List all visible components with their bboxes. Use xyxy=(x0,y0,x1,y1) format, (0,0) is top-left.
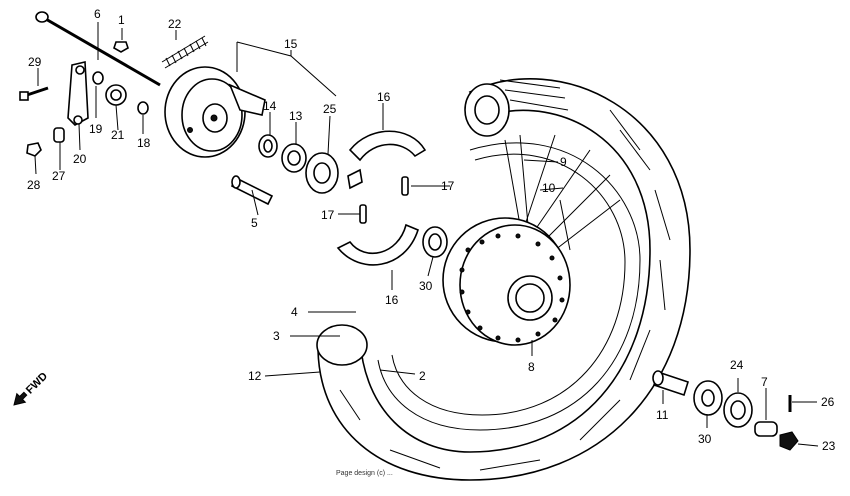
label-22: 22 xyxy=(168,17,182,31)
label-1: 1 xyxy=(118,13,125,27)
felt-seal xyxy=(105,84,127,106)
brake-shoe-upper xyxy=(347,130,427,190)
label-14: 14 xyxy=(263,99,277,113)
label-26: 26 xyxy=(821,395,835,409)
label-17-right: 17 xyxy=(441,179,455,193)
retainer-plate-25 xyxy=(305,152,339,194)
label-30-axle: 30 xyxy=(698,432,712,446)
label-11: 11 xyxy=(656,408,669,422)
bearing-13 xyxy=(281,143,307,173)
wear-indicator xyxy=(92,71,104,85)
label-17-left: 17 xyxy=(321,208,335,222)
brake-panel xyxy=(164,66,266,158)
label-6: 6 xyxy=(94,7,101,21)
label-12: 12 xyxy=(248,369,262,383)
label-10: 10 xyxy=(542,181,556,195)
dust-seal-14 xyxy=(258,134,278,158)
shoe-spring-b xyxy=(359,204,367,224)
label-8: 8 xyxy=(528,360,535,374)
label-15: 15 xyxy=(284,37,298,51)
leader-lines xyxy=(34,22,819,447)
nut-1 xyxy=(113,41,129,53)
nut-28 xyxy=(26,142,42,157)
axle xyxy=(35,11,161,87)
label-27: 27 xyxy=(52,169,66,183)
washer-18 xyxy=(137,101,149,115)
label-13: 13 xyxy=(289,109,303,123)
label-29: 29 xyxy=(28,55,42,69)
label-24: 24 xyxy=(730,358,744,372)
label-23: 23 xyxy=(822,439,836,453)
label-5: 5 xyxy=(251,216,258,230)
label-4: 4 xyxy=(291,305,298,319)
forward-arrow: FWD xyxy=(13,370,50,406)
wheel-hub xyxy=(442,217,571,346)
label-3: 3 xyxy=(273,329,280,343)
label-30-hub: 30 xyxy=(419,279,433,293)
label-16-top: 16 xyxy=(377,90,391,104)
label-9: 9 xyxy=(560,155,567,169)
brake-shoe-lower xyxy=(336,223,419,266)
spring xyxy=(161,35,209,69)
label-21: 21 xyxy=(111,128,125,142)
label-25: 25 xyxy=(323,102,337,116)
rim xyxy=(377,142,641,431)
bearing-30-left xyxy=(422,226,448,258)
arrow-icon xyxy=(13,391,28,406)
label-28: 28 xyxy=(27,178,41,192)
label-20: 20 xyxy=(73,152,87,166)
brake-arm xyxy=(67,61,89,126)
label-16-bottom: 16 xyxy=(385,293,399,307)
shoe-spring-a xyxy=(401,176,409,196)
footer-text: Page design (c) ... xyxy=(336,470,393,477)
collar-27 xyxy=(53,127,65,143)
collar-7 xyxy=(754,421,778,437)
label-7: 7 xyxy=(761,375,768,389)
dust-seal-24 xyxy=(723,392,753,428)
label-2: 2 xyxy=(419,369,426,383)
bolt-29 xyxy=(19,86,49,101)
label-19: 19 xyxy=(89,122,103,136)
spacer-11 xyxy=(652,370,689,397)
part-labels: 6 1 22 15 29 16 14 25 13 19 21 18 20 9 2… xyxy=(27,7,836,453)
spokes xyxy=(504,134,621,251)
tire xyxy=(316,78,691,481)
axle-nut-23 xyxy=(779,431,799,451)
fwd-label: FWD xyxy=(24,370,50,396)
label-18: 18 xyxy=(137,136,151,150)
bearing-30-right xyxy=(693,380,723,416)
